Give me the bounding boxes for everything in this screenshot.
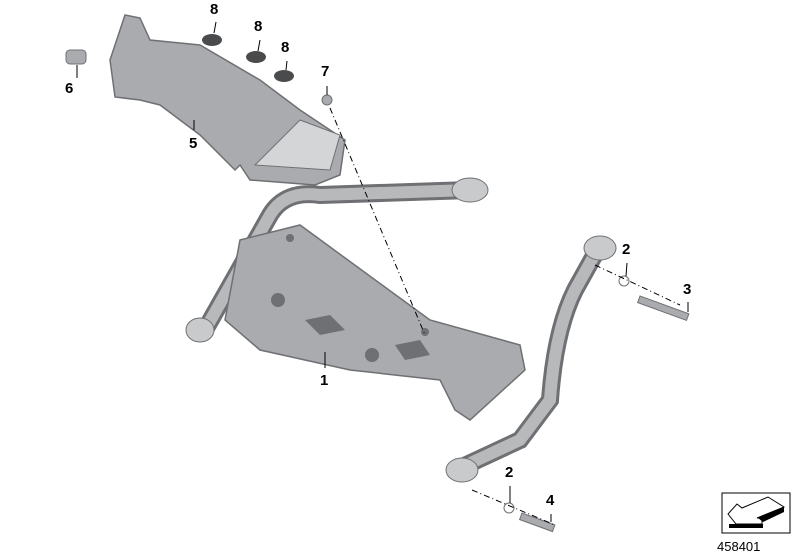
- callout-5[interactable]: 5: [189, 135, 198, 152]
- callout-4[interactable]: 4: [546, 492, 555, 509]
- callout-7[interactable]: 7: [321, 63, 330, 80]
- grommets: [202, 34, 294, 82]
- leader-lines: [76, 21, 689, 522]
- callout-1[interactable]: 1: [320, 372, 329, 389]
- stand-plate: [224, 224, 526, 421]
- callout-6[interactable]: 6: [65, 80, 74, 97]
- frame-end-caps: [185, 177, 617, 483]
- callout-2[interactable]: 2: [622, 241, 631, 258]
- small-parts: [65, 49, 690, 533]
- center-stand-frame[interactable]: [196, 181, 609, 477]
- plate-holes: [271, 234, 430, 362]
- diagram-number: 458401: [717, 539, 761, 554]
- direction-arrow-icon: [721, 492, 791, 534]
- callout-8[interactable]: 8: [254, 18, 263, 35]
- callout-8[interactable]: 8: [210, 1, 219, 18]
- callout-3[interactable]: 3: [683, 281, 692, 298]
- callout-8[interactable]: 8: [281, 39, 290, 56]
- callout-2[interactable]: 2: [505, 464, 514, 481]
